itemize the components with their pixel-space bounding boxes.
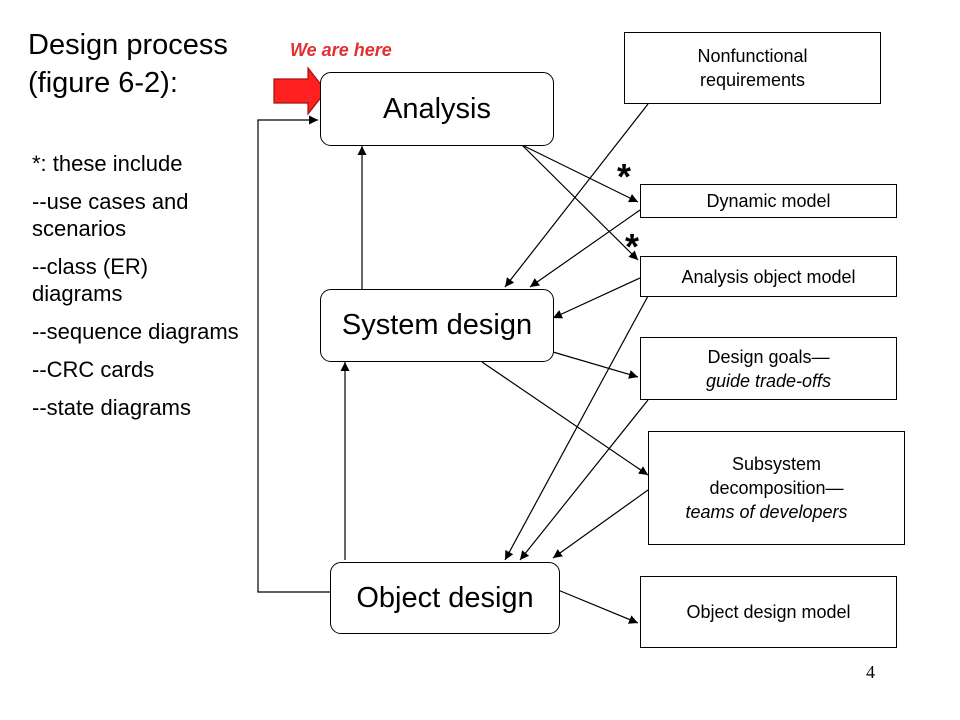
arrow-object-design-to-object-design-model — [557, 589, 639, 624]
object-design-model-box: Object design model — [640, 576, 897, 648]
analysis-label: Analysis — [383, 92, 491, 125]
arrow-analysis-to-dynamic-model — [521, 144, 639, 203]
object-design-model-label: Object design model — [686, 602, 851, 622]
object-design-label: Object design — [356, 581, 534, 614]
note-item: --use cases and scenarios — [32, 189, 189, 241]
arrow-analysis-object-model-to-object-design — [504, 295, 649, 561]
arrow-system-design-to-subsystem — [481, 361, 649, 476]
subsystem-decomposition-label: Subsystem decomposition— — [709, 454, 844, 498]
object-design-box: Object design — [330, 562, 560, 634]
analysis-box: Analysis — [320, 72, 554, 146]
note-item: --state diagrams — [32, 395, 191, 420]
note-item: --class (ER) diagrams — [32, 254, 149, 306]
star-mark-analysis-object-model: * — [625, 226, 640, 267]
dynamic-model-box: Dynamic model — [640, 184, 897, 218]
star-mark-dynamic-model: * — [617, 156, 632, 197]
notes-list: *: these include --use cases and scenari… — [32, 150, 242, 432]
page-number: 4 — [866, 662, 875, 682]
arrow-analysis-object-model-to-system-design — [552, 277, 641, 319]
design-goals-label: Design goals— — [707, 346, 830, 367]
analysis-object-model-label: Analysis object model — [681, 266, 856, 287]
arrow-dynamic-model-to-system-design — [529, 209, 641, 288]
system-design-box: System design — [320, 289, 554, 362]
subsystem-decomposition-box: Subsystem decomposition— teams of develo… — [648, 431, 905, 545]
here-arrow-icon — [273, 66, 327, 116]
nonfunctional-requirements-label: Nonfunctional requirements — [697, 46, 808, 90]
arrow-design-goals-to-object-design — [519, 399, 649, 561]
arrow-subsystem-to-object-design — [552, 489, 649, 559]
design-goals-box: Design goals— guide trade-offs — [640, 337, 897, 400]
subsystem-decomposition-sublabel: teams of developers — [685, 502, 848, 522]
note-item: --sequence diagrams — [32, 319, 239, 344]
note-item: *: these include — [32, 151, 183, 176]
design-goals-sublabel: guide trade-offs — [705, 370, 832, 391]
nonfunctional-requirements-box: Nonfunctional requirements — [624, 32, 881, 104]
system-design-label: System design — [341, 309, 533, 341]
arrow-object-design-loop-to-analysis — [257, 115, 330, 593]
note-item: --CRC cards — [32, 357, 155, 382]
we-are-here-label: We are here — [290, 40, 392, 60]
arrow-analysis-to-analysis-object-model — [521, 144, 639, 261]
arrow-system-design-to-design-goals — [552, 351, 639, 379]
arrow-nonfunctional-to-system-design — [504, 103, 649, 288]
page-title: Design process (figure 6-2): — [28, 29, 228, 99]
dynamic-model-label: Dynamic model — [706, 191, 831, 211]
analysis-object-model-box: Analysis object model — [640, 256, 897, 297]
